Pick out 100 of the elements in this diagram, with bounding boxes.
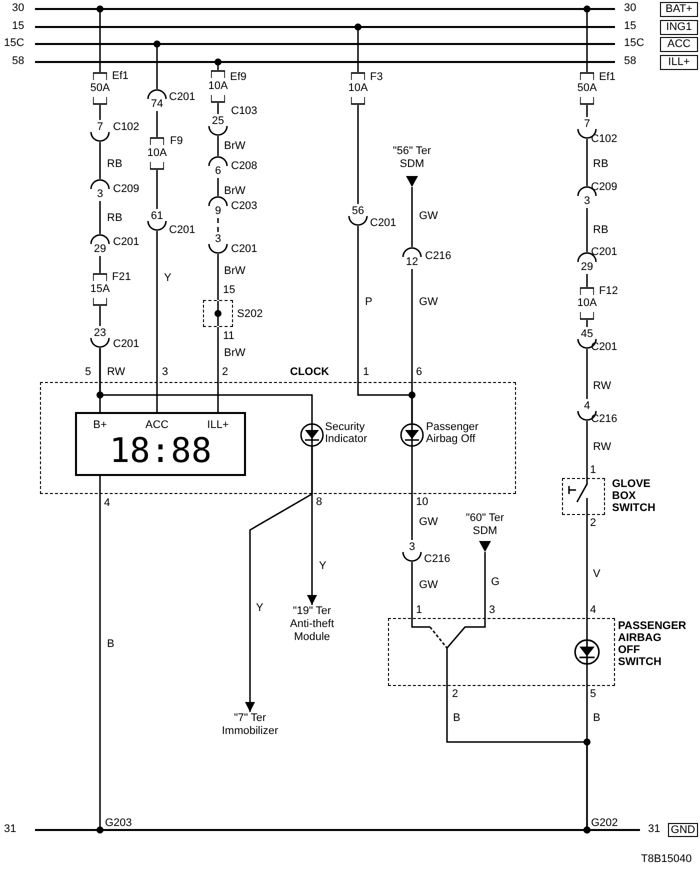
pin-number: 4 xyxy=(590,604,596,616)
wire-color-code: B xyxy=(452,712,462,724)
wire-color-code: RW xyxy=(592,380,612,392)
bus-line xyxy=(35,61,615,63)
wire xyxy=(586,274,588,287)
pin-number: 25 xyxy=(210,115,226,127)
splice-id: S202 xyxy=(237,308,263,320)
wire xyxy=(586,421,588,478)
wire-color-code: G xyxy=(490,576,501,588)
pin-number: 6 xyxy=(214,165,222,177)
fuse-rating: 10A xyxy=(347,82,369,94)
wire xyxy=(217,136,219,156)
pin-number: 1 xyxy=(590,464,596,476)
pin-number: 1 xyxy=(363,366,370,378)
connector-id: C102 xyxy=(113,121,140,133)
bus-number: 15 xyxy=(624,20,636,32)
wire-color-code: RB xyxy=(106,212,124,224)
wire xyxy=(96,6,104,72)
wire xyxy=(99,306,101,326)
wire xyxy=(99,201,101,234)
wire-color-code: GW xyxy=(418,579,439,591)
connector-id: C201 xyxy=(169,224,196,236)
time-readout: 18:88 xyxy=(108,432,213,470)
terminal-label: ILL+ xyxy=(207,419,229,431)
wire-color-code: Y xyxy=(255,602,264,614)
wire-color-code: RW xyxy=(106,366,126,378)
terminal-label: "60" Ter SDM xyxy=(464,512,506,538)
wire xyxy=(96,476,104,834)
fuse-rating: 10A xyxy=(146,147,168,159)
connector-id: C201 xyxy=(113,236,140,248)
wire xyxy=(411,269,413,423)
wire xyxy=(411,447,413,540)
wire-color-code: B xyxy=(106,638,116,650)
wire-color-code: P xyxy=(364,296,374,308)
wire-color-code: RB xyxy=(592,158,610,170)
bus-number: 31 xyxy=(648,823,660,835)
connector-id: C216 xyxy=(591,413,618,425)
pin-number: 3 xyxy=(408,541,416,553)
bus-number: 58 xyxy=(624,55,636,67)
connector-id: C201 xyxy=(591,246,618,258)
pin-number: 45 xyxy=(580,328,594,340)
pin-number: 2 xyxy=(222,366,228,378)
fuse-id: Ef1 xyxy=(112,70,129,82)
wire xyxy=(354,24,362,72)
wire xyxy=(217,178,219,196)
pin-number: 3 xyxy=(582,195,592,207)
component-name: CLOCK xyxy=(290,366,330,378)
fuse-rating: 15A xyxy=(89,283,111,295)
fuse-id: Ef1 xyxy=(599,71,616,83)
pin-number: 9 xyxy=(214,205,222,217)
connector-id: C201 xyxy=(231,243,258,255)
fuse-rating: 10A xyxy=(576,297,598,309)
wire xyxy=(154,40,160,89)
pin-number: 23 xyxy=(92,327,108,339)
bus-tag: ACC xyxy=(660,37,698,52)
wire-color-code: GW xyxy=(418,210,439,222)
bus-tag: ILL+ xyxy=(660,55,698,70)
fuse-rating: 10A xyxy=(207,80,229,92)
wire xyxy=(217,103,219,114)
terminal-label: "19" Ter Anti-theft Module xyxy=(283,605,341,647)
bus-number: 15C xyxy=(624,37,644,49)
pin-number: 5 xyxy=(85,366,92,378)
wire xyxy=(586,208,588,252)
pin-number: 74 xyxy=(150,98,164,110)
bus-line xyxy=(35,8,615,10)
wire-color-code: GW xyxy=(418,516,439,528)
pin-number: 6 xyxy=(416,366,422,378)
wire xyxy=(156,111,158,137)
bus-number: 30 xyxy=(624,2,636,14)
wire-color-code: GW xyxy=(418,296,439,308)
pin-number: 3 xyxy=(96,188,104,200)
pin-number: 29 xyxy=(580,261,594,273)
bus-line xyxy=(35,26,615,28)
led-symbol xyxy=(400,423,424,447)
bus-tag: ING1 xyxy=(660,20,698,35)
pin-number: 2 xyxy=(452,688,458,700)
wire xyxy=(245,447,313,712)
pin-number: 12 xyxy=(404,256,420,268)
bus-number: 15C xyxy=(4,37,24,49)
terminal-label: ACC xyxy=(145,419,169,431)
pin-number: 2 xyxy=(590,517,596,529)
connector-id: C201 xyxy=(169,91,196,103)
fuse-rating: 50A xyxy=(576,82,598,94)
wire xyxy=(99,348,313,423)
terminal-label: "56" Ter SDM xyxy=(392,145,432,171)
component-name: GLOVE BOX SWITCH xyxy=(612,478,656,514)
wire-color-code: RW xyxy=(592,441,612,453)
pin-number: 4 xyxy=(582,400,592,412)
wire xyxy=(586,320,588,327)
connector-id: C103 xyxy=(231,105,258,117)
wire xyxy=(586,139,588,186)
wire-color-code: BrW xyxy=(223,347,246,359)
bus-tag: BAT+ xyxy=(660,2,698,17)
ground-id: G203 xyxy=(105,817,132,829)
wire xyxy=(584,665,590,834)
wire-color-code: V xyxy=(592,568,602,580)
wire xyxy=(217,327,219,412)
led-symbol xyxy=(574,639,600,665)
connector-id: C216 xyxy=(424,553,450,565)
connector-id: C203 xyxy=(231,200,258,212)
